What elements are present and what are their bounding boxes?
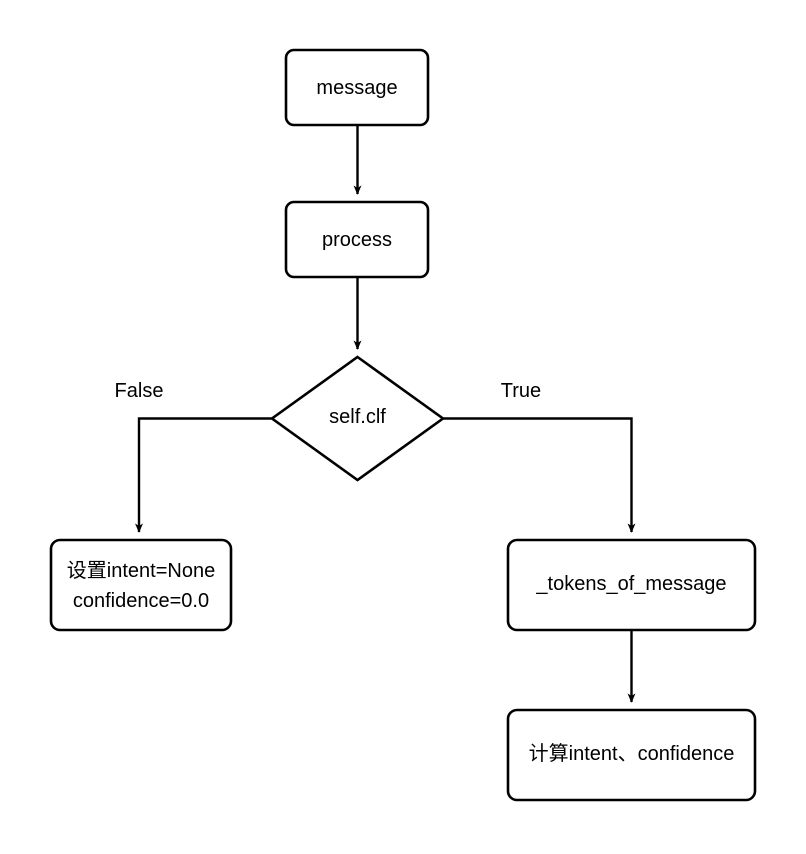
edge-self-clf-false [135, 417, 272, 533]
node-tokens-of-message-shape [506, 538, 757, 632]
edge-label-true: True [500, 380, 542, 402]
node-set-intent-none-shape [49, 538, 233, 632]
node-process-shape [284, 200, 430, 279]
edge-self-clf-true [443, 417, 636, 533]
node-message-shape [284, 48, 430, 127]
node-compute-intent-confidence-shape [506, 708, 757, 802]
node-self-clf-shape [269, 355, 446, 482]
edge-label-false: False [114, 380, 164, 402]
